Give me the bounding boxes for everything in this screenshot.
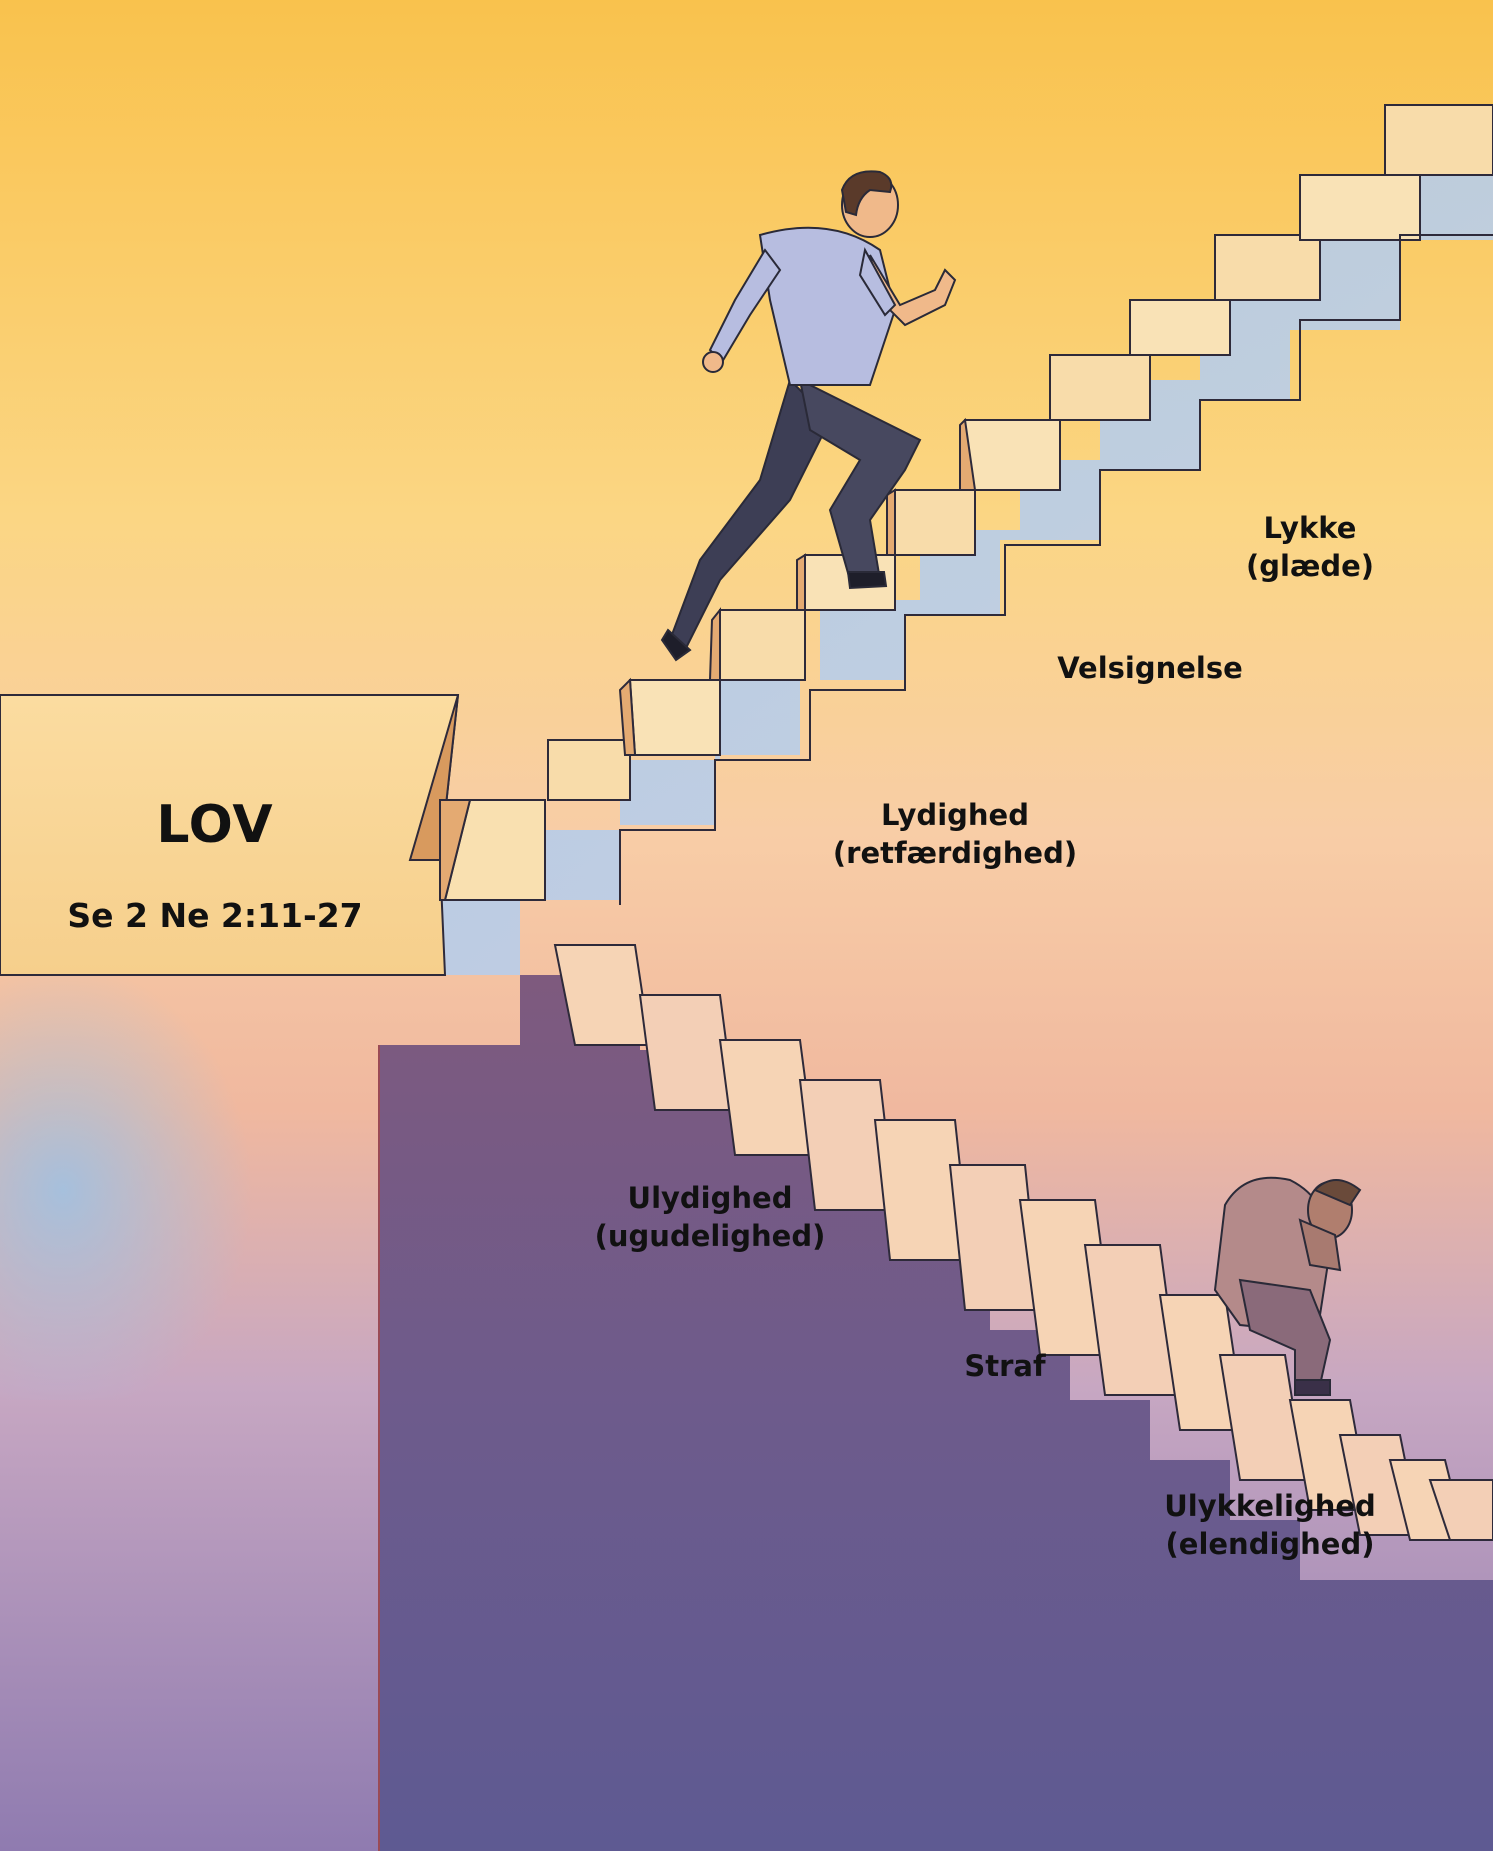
left-blue-haze (0, 900, 420, 1400)
label-lykke-line1: Lykke (1263, 511, 1357, 545)
label-ulydighed-line2: (ugudelighed) (594, 1218, 826, 1253)
label-ulykkelighed-line1: Ulykkelighed (1164, 1489, 1376, 1523)
label-lydighed: Lydighed (retfærdighed) (820, 797, 1090, 872)
label-velsignelse: Velsignelse (1030, 650, 1270, 688)
label-lykke-line2: (glæde) (1245, 548, 1375, 583)
sitting-man-figure (1213, 1176, 1362, 1396)
lov-title-text: LOV (156, 795, 274, 855)
label-velsignelse-line1: Velsignelse (1057, 651, 1243, 685)
lov-title: LOV (100, 792, 330, 860)
label-lykke: Lykke (glæde) (1210, 510, 1410, 585)
label-lydighed-line2: (retfærdighed) (832, 835, 1078, 870)
label-straf-line1: Straf (964, 1349, 1046, 1383)
scripture-reference-text: Se 2 Ne 2:11-27 (67, 896, 363, 935)
label-ulydighed-line1: Ulydighed (627, 1181, 793, 1215)
label-ulykkelighed: Ulykkelighed (elendighed) (1135, 1488, 1405, 1563)
pit-body (380, 975, 1493, 1851)
running-man-figure (660, 170, 957, 662)
downward-stairs (553, 944, 1493, 1541)
scripture-reference: Se 2 Ne 2:11-27 (60, 895, 370, 938)
upward-stairs (439, 104, 1493, 901)
label-ulykkelighed-line2: (elendighed) (1165, 1526, 1375, 1561)
label-straf: Straf (920, 1348, 1090, 1386)
label-lydighed-line1: Lydighed (881, 798, 1029, 832)
label-ulydighed: Ulydighed (ugudelighed) (570, 1180, 850, 1255)
upward-stair-outline (619, 234, 1493, 905)
lov-platform (0, 694, 460, 976)
